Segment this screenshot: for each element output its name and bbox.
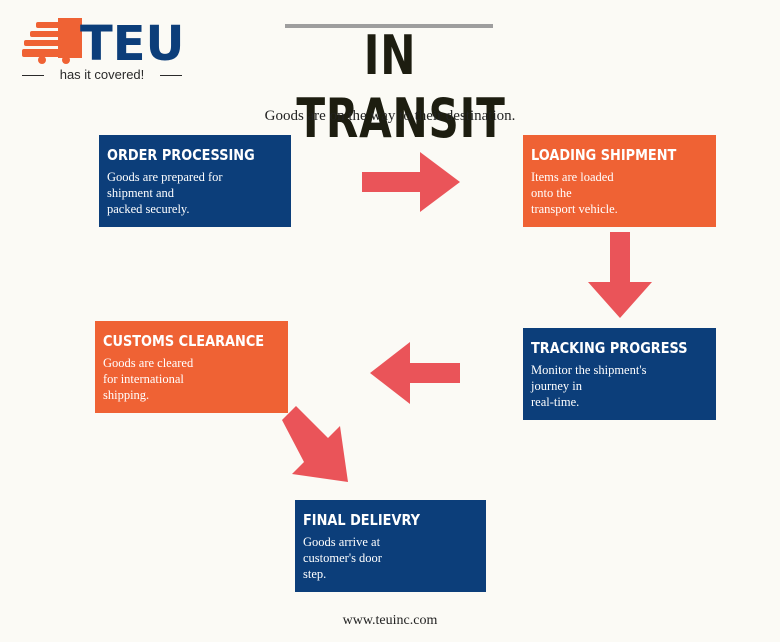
teu-logo: TEU has it covered!	[22, 16, 187, 86]
step-description: Items are loaded onto the transport vehi…	[531, 170, 618, 216]
step-description: Goods arrive at customer's door step.	[303, 535, 382, 581]
step-title: LOADING SHIPMENT	[531, 146, 677, 164]
arrow-diagonal-icon	[282, 406, 348, 482]
page-subtitle: Goods are on the way to their destinatio…	[264, 108, 516, 124]
step-order-processing: ORDER PROCESSING Goods are prepared for …	[99, 135, 291, 227]
step-loading-shipment: LOADING SHIPMENT Items are loaded onto t…	[523, 135, 716, 227]
logo-line-left	[22, 75, 44, 76]
step-customs-clearance: CUSTOMS CLEARANCE Goods are cleared for …	[95, 321, 288, 413]
arrow-down-icon	[588, 232, 652, 318]
arrow-left-icon	[370, 342, 460, 404]
step-title: TRACKING PROGRESS	[531, 339, 688, 357]
footer-website: www.teuinc.com	[342, 613, 438, 628]
step-description: Goods are prepared for shipment and pack…	[107, 170, 223, 216]
arrow-right-icon	[362, 152, 460, 212]
logo-line-right	[160, 75, 182, 76]
title-rule	[285, 24, 493, 28]
step-tracking-progress: TRACKING PROGRESS Monitor the shipment's…	[523, 328, 716, 420]
step-title: ORDER PROCESSING	[107, 146, 255, 164]
step-description: Goods are cleared for international ship…	[103, 356, 194, 402]
page-title: IN TRANSIT	[296, 24, 506, 150]
step-final-delivery: FINAL DELIEVRY Goods arrive at customer'…	[295, 500, 486, 592]
step-title: FINAL DELIEVRY	[303, 511, 421, 529]
step-title: CUSTOMS CLEARANCE	[103, 332, 265, 350]
step-description: Monitor the shipment's journey in real-t…	[531, 363, 647, 409]
truck-logo-icon: TEU	[22, 16, 185, 72]
logo-tagline: has it covered!	[59, 67, 145, 82]
logo-brand-text: TEU	[80, 16, 185, 66]
